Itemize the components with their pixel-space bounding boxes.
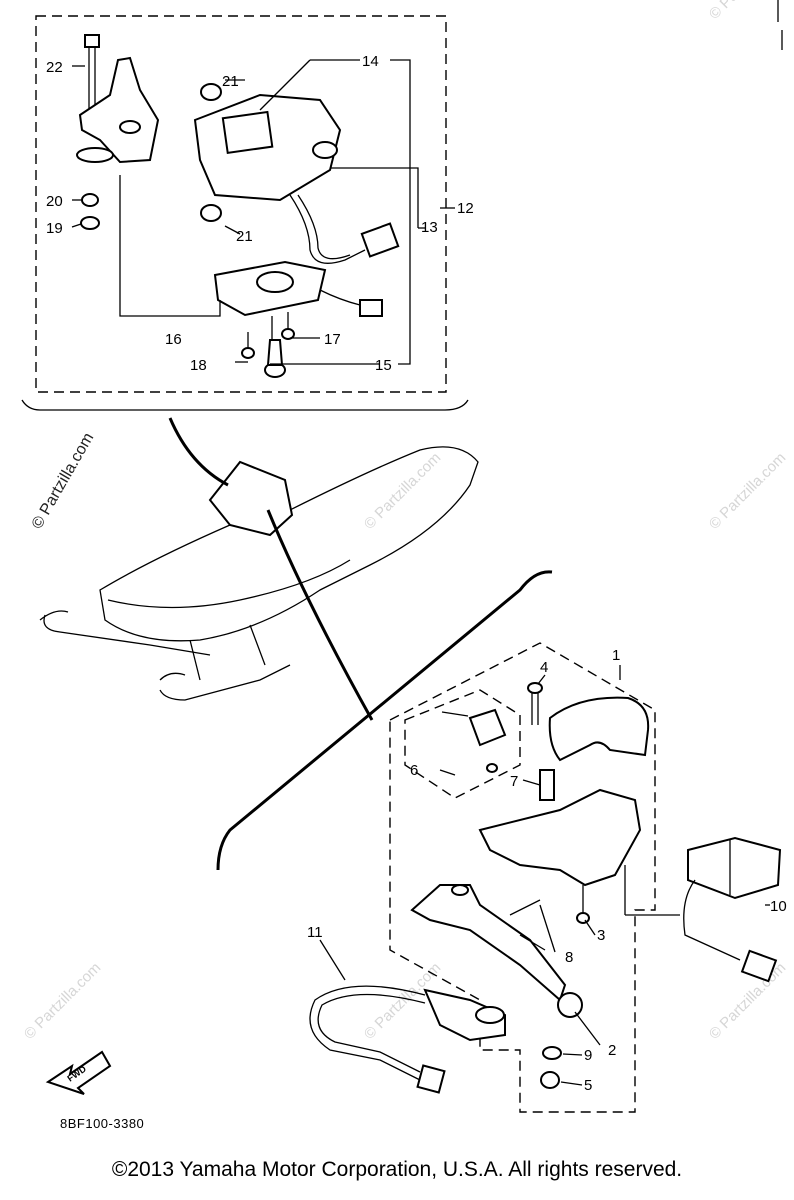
callout-10: 10: [770, 898, 787, 915]
callout-4: 4: [540, 659, 548, 676]
part-10-switch: [683, 836, 782, 983]
callout-9: 9: [584, 1047, 592, 1064]
leader-lines-bottom: [319, 665, 770, 1086]
part-7-pin: [539, 769, 555, 801]
lower-connector: [359, 299, 383, 317]
callout-21a: 21: [222, 73, 239, 90]
lower-assembly-frame: [389, 642, 656, 1113]
frame-bracket: [21, 399, 469, 411]
part-16-base-plate: [213, 260, 327, 317]
callout-5: 5: [584, 1077, 592, 1094]
callout-7: 7: [510, 773, 518, 790]
callout-19: 19: [46, 220, 63, 237]
part-18-screw: [241, 332, 255, 359]
watermark: © Partzilla.com: [21, 959, 104, 1042]
watermark: © Partzilla.com: [29, 430, 98, 532]
part-11-sensor: [309, 985, 506, 1094]
callout-3: 3: [597, 927, 605, 944]
callout-11: 11: [307, 924, 323, 941]
part-19-nut: [80, 216, 100, 230]
part-21-grommet-bottom: [200, 204, 222, 222]
callout-20: 20: [46, 193, 63, 210]
part-8-screw: [509, 899, 541, 916]
callout-13: 13: [421, 219, 438, 236]
callout-16: 16: [165, 331, 182, 348]
part-21-grommet-top: [200, 83, 222, 101]
callout-6: 6: [410, 762, 418, 779]
callout-17: 17: [324, 331, 341, 348]
throttle-bracket: [76, 56, 160, 164]
part-14-switch-housing: [193, 93, 342, 202]
callout-1: 1: [612, 647, 620, 664]
part-1-cover: [548, 696, 650, 762]
upper-assembly-frame: [35, 15, 447, 393]
wire-harness-upper: [289, 194, 366, 264]
part-9-washer: [542, 1046, 562, 1060]
diagram-code: 8BF100-3380: [60, 1116, 144, 1131]
callout-18: 18: [190, 357, 207, 374]
callout-15: 15: [375, 357, 392, 374]
wire-harness-lower: [319, 289, 361, 306]
callout-2: 2: [608, 1042, 616, 1059]
part-20-washer: [81, 193, 99, 207]
part-6-subassembly-frame: [404, 689, 521, 799]
part-22-bolt: [84, 34, 100, 110]
watermark: © Partzilla.com: [706, 449, 789, 532]
callout-8: 8: [565, 949, 573, 966]
part-17-screw: [281, 312, 295, 340]
part-4-bolt: [527, 682, 543, 725]
part-15-screw: [264, 339, 286, 378]
lever-bracket: [478, 788, 642, 887]
pointer-arrow-lower: [266, 509, 374, 721]
callout-21b: 21: [236, 228, 253, 245]
section-divider: [216, 570, 553, 871]
upper-connector: [360, 222, 400, 258]
callout-22: 22: [46, 59, 63, 76]
callout-12: 12: [457, 200, 474, 217]
part-5-nut: [540, 1071, 560, 1089]
leader-lines-top: [71, 59, 455, 365]
part-2-lever: [410, 884, 583, 1018]
pointer-arrow-upper: [168, 417, 229, 487]
callout-14: 14: [362, 53, 379, 70]
fwd-arrow-icon: FWD: [45, 1050, 112, 1095]
part-6-switch-knob: [441, 708, 507, 773]
part-3-screw: [576, 885, 590, 924]
watermark: © Partzilla.com: [706, 0, 789, 23]
watermark: © Partzilla.com: [361, 449, 444, 532]
frame-edge-mark: [777, 0, 783, 50]
wire-harness-upper-b: [297, 194, 351, 260]
copyright-notice: ©2013 Yamaha Motor Corporation, U.S.A. A…: [111, 1158, 683, 1181]
